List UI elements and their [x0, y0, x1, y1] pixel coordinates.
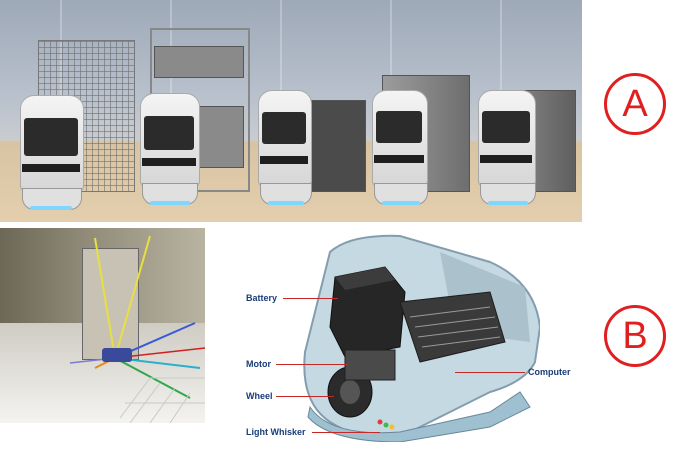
wheel-label: Wheel: [246, 391, 273, 401]
robot-with-tray-cart: [140, 28, 250, 213]
robot-with-cabinet-cart: [372, 75, 472, 215]
hallway-sensor-photo: [0, 228, 205, 423]
wheel-leader: [276, 396, 334, 397]
label-a: A: [604, 73, 666, 135]
robot-with-bin-cart: [258, 90, 368, 215]
computer-leader: [455, 372, 525, 373]
robot-fleet-photo: [0, 0, 582, 222]
motor-label: Motor: [246, 359, 271, 369]
light-whisker-label: Light Whisker: [246, 427, 306, 437]
motor-leader: [276, 364, 348, 365]
robot-cutaway-diagram: [303, 234, 540, 442]
sensor-beams-overlay: [69, 235, 205, 423]
robot-with-wire-cart: [20, 40, 135, 215]
battery-leader: [283, 298, 338, 299]
robot-with-enclosed-cart: [478, 85, 578, 215]
light-whisker-leader: [312, 432, 380, 433]
battery-label: Battery: [246, 293, 278, 303]
computer-label: Computer: [528, 367, 571, 377]
label-b: B: [604, 305, 666, 367]
